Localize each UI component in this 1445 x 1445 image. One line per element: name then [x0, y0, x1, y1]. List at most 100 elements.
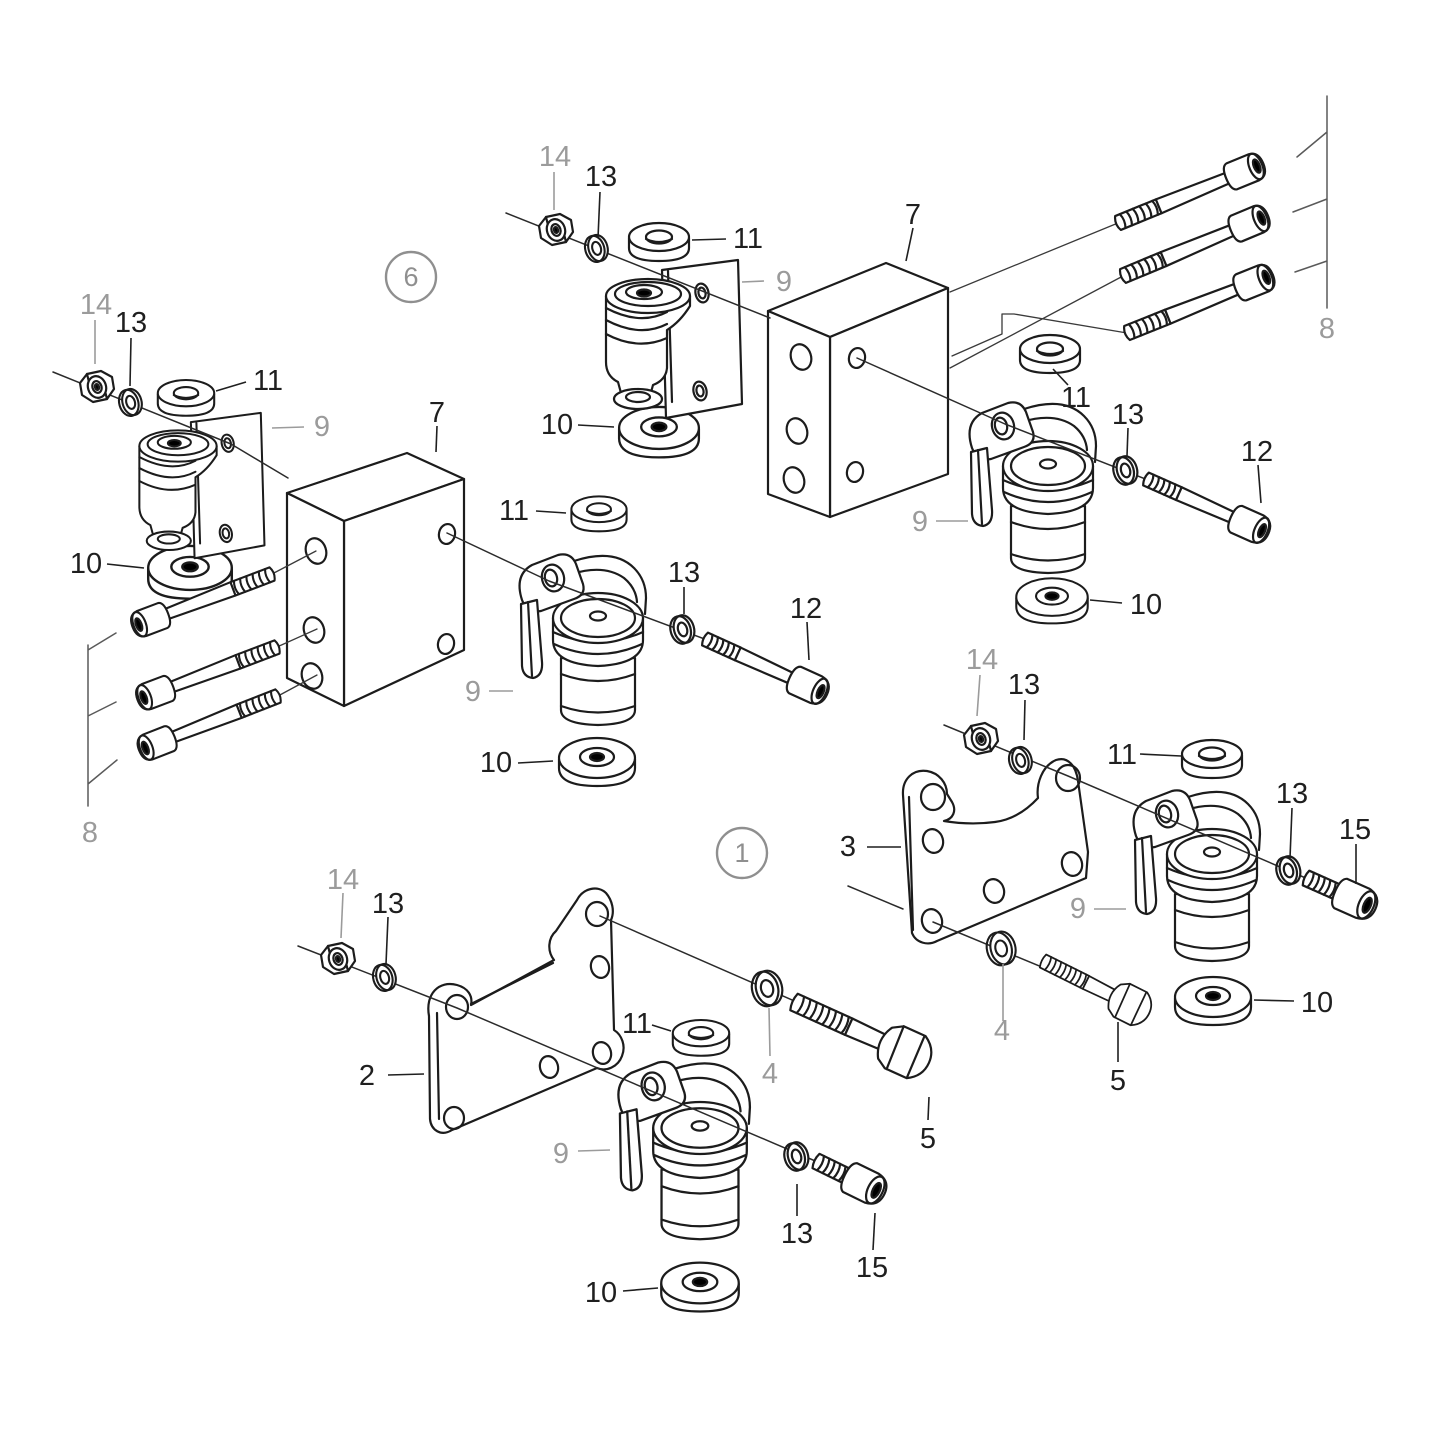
part-number-label-12-9: 12: [1241, 436, 1273, 468]
callout-leader-11-2: [691, 238, 727, 241]
callout-leader-13-25: [385, 916, 389, 965]
callout-leader-13-38: [1289, 807, 1293, 859]
hex-bolt-5-bottom-left: [782, 979, 940, 1085]
assembly-balloon-circle-1: [715, 826, 769, 880]
part-number-label-5-42: 5: [1110, 1065, 1126, 1097]
part-number-label-7-16: 7: [429, 397, 445, 429]
washer-4-bottom-left: [747, 966, 787, 1011]
mounting-block-7-left: [285, 451, 466, 708]
callout-leader-9-30: [577, 1149, 611, 1152]
washer-13-right: [1109, 452, 1142, 489]
washer-13-bottom-left-lower: [780, 1138, 813, 1175]
part-number-label-13-25: 13: [372, 888, 404, 920]
callout-leader-9-15: [271, 426, 305, 429]
part-number-label-14-12: 14: [80, 289, 112, 321]
part-number-label-14-0: 14: [539, 141, 571, 173]
callout-leader-11-19: [535, 510, 567, 514]
part-number-label-11-14: 11: [253, 365, 283, 397]
callout-leader-13-8: [1126, 427, 1129, 457]
bolt-8-group-top: [1109, 149, 1280, 348]
part-number-label-13-20: 13: [668, 557, 700, 589]
washer-11-bottom-right: [1180, 738, 1244, 780]
callout-leader-4-28: [768, 1007, 771, 1057]
washer-10-center: [557, 736, 637, 788]
assembly-balloon-circle-6: [384, 250, 438, 304]
callout-leader-12-21: [806, 621, 810, 661]
part-number-label-10-17: 10: [70, 548, 102, 580]
engine-mount-9-center: [518, 553, 648, 727]
part-number-label-11-2: 11: [733, 223, 763, 255]
mounting-block-7-top: [766, 261, 950, 519]
washer-11-top: [627, 221, 691, 263]
engine-mount-9-bottom-left: [617, 1060, 752, 1241]
washer-13-top: [580, 231, 612, 266]
callout-leader-11-14: [215, 381, 247, 392]
part-number-label-13-31: 13: [781, 1218, 813, 1250]
washer-10-bottom-left: [660, 1261, 740, 1313]
callout-leader-12-9: [1257, 464, 1262, 504]
part-number-label-9-22: 9: [465, 676, 481, 708]
part-number-label-9-15: 9: [314, 411, 330, 443]
callout-leader-13-35: [1023, 699, 1026, 741]
callout-leader-9-3: [741, 280, 765, 283]
washer-10-bottom-right: [1173, 975, 1253, 1027]
callout-leader-10-5: [577, 424, 615, 428]
part-number-label-10-5: 10: [541, 409, 573, 441]
part-number-label-13-1: 13: [585, 161, 617, 193]
washer-11-bottom-left: [671, 1018, 731, 1057]
bracket-plate-2: [427, 887, 625, 1134]
part-number-label-8-6: 8: [1319, 313, 1335, 345]
callout-leader-14-24: [340, 892, 344, 939]
part-number-label-15-39: 15: [1339, 814, 1371, 846]
part-number-label-10-33: 10: [585, 1277, 617, 1309]
callout-leader-13-13: [129, 337, 132, 387]
part-number-label-4-28: 4: [762, 1058, 778, 1090]
washer-11-center: [570, 495, 628, 533]
callout-leader-2-26: [387, 1073, 425, 1076]
callout-leader-11-27: [651, 1024, 672, 1032]
callout-leader-7-4: [905, 227, 914, 262]
callout-leader-11-37: [1139, 753, 1182, 757]
part-number-label-13-38: 13: [1276, 778, 1308, 810]
bolt-8-leader-lines: [271, 222, 1128, 697]
callout-leader-10-17: [106, 563, 145, 569]
callout-leader-13-1: [597, 191, 601, 239]
part-number-label-15-32: 15: [856, 1252, 888, 1284]
washer-11-left: [156, 378, 216, 417]
part-number-label-14-34: 14: [966, 644, 998, 676]
callout-leader-10-33: [622, 1287, 659, 1292]
nut-14-bottom-left: [319, 941, 357, 976]
washer-4-bottom-right: [982, 927, 1021, 970]
washer-11-right-upper: [1018, 333, 1082, 375]
engine-mount-9-bottom-right: [1132, 789, 1262, 963]
part-number-label-10-11: 10: [1130, 589, 1162, 621]
part-number-label-14-24: 14: [327, 864, 359, 896]
part-number-label-13-8: 13: [1112, 399, 1144, 431]
engine-mount-9-left: [138, 411, 266, 560]
callout-leader-10-23: [517, 760, 554, 764]
bolt-8-group-left: [126, 559, 286, 764]
part-number-label-13-35: 13: [1008, 669, 1040, 701]
callout-leader-7-16: [435, 425, 438, 453]
nut-14-top: [537, 212, 575, 247]
washer-13-left: [114, 385, 146, 420]
part-number-label-9-3: 9: [776, 266, 792, 298]
part-number-label-10-23: 10: [480, 747, 512, 779]
washer-13-bottom-right-upper: [1004, 743, 1036, 778]
part-number-label-11-27: 11: [622, 1008, 652, 1040]
engine-mount-9-top: [604, 258, 744, 420]
bolt-15-bottom-right: [1297, 861, 1384, 925]
part-number-label-11-19: 11: [499, 495, 529, 527]
bolt-8-label-brackets: [87, 95, 1328, 807]
engine-mount-9-right: [968, 401, 1098, 575]
washer-13-center: [666, 611, 699, 648]
part-number-label-4-41: 4: [994, 1015, 1010, 1047]
part-number-label-2-26: 2: [359, 1060, 375, 1092]
callout-leader-14-34: [976, 674, 981, 717]
washer-13-bottom-left-upper: [368, 960, 400, 995]
part-number-label-9-30: 9: [553, 1138, 569, 1170]
bolt-15-bottom-left: [806, 1144, 893, 1210]
